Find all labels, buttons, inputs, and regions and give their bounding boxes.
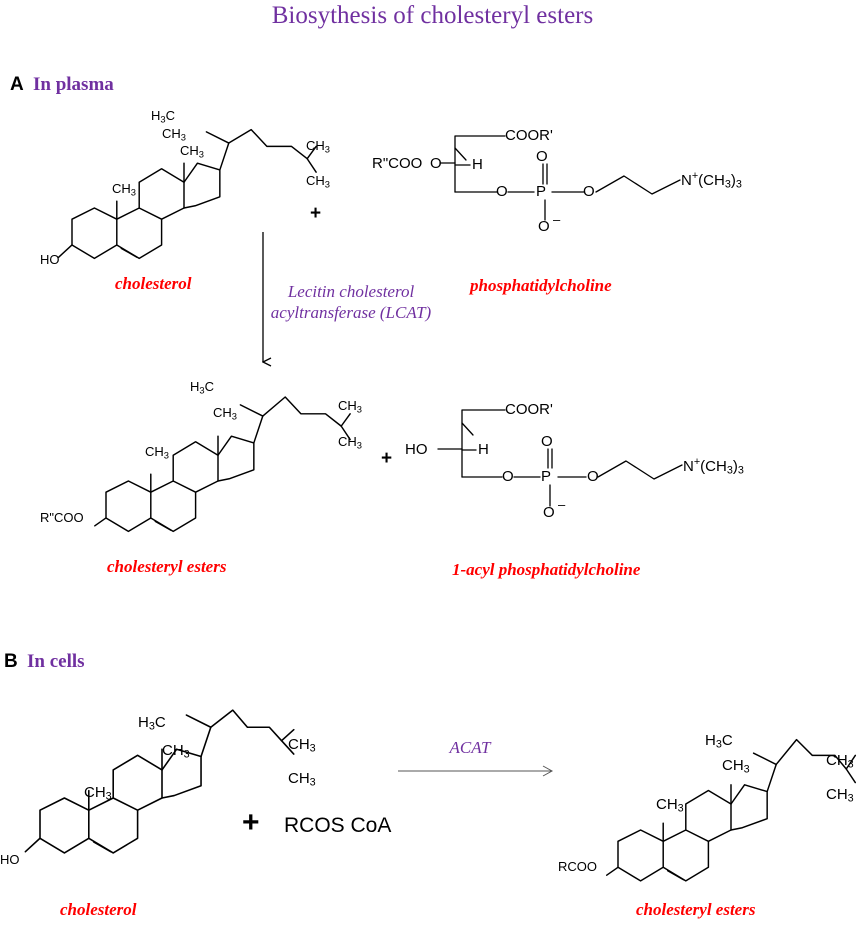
- apc-hydroxyl: HO: [405, 441, 428, 458]
- pc-ester-left: R"COO: [372, 155, 423, 172]
- cholesteryl-ester-a-ch3-tail-1: CH3: [338, 398, 362, 415]
- panel-b-letter: B: [4, 651, 18, 672]
- phosphatidylcholine-name: phosphatidylcholine: [470, 276, 612, 295]
- cholesterol-a-ch3-c13: CH3: [180, 143, 204, 160]
- rcos-coa-reagent: RCOS CoA: [284, 814, 392, 837]
- cholesterol-b-hydroxyl: HO: [0, 852, 20, 867]
- panel-b-plus: +: [242, 806, 260, 839]
- cholesterol-b-ch3-tail-1: CH3: [288, 736, 316, 755]
- apc-h: H: [478, 441, 489, 458]
- apc-o-double: O: [541, 433, 553, 450]
- cholesteryl-ester-skeleton-a: [94, 396, 351, 533]
- apc-p: P: [541, 468, 552, 485]
- phosphatidylcholine-bonds: [439, 135, 681, 221]
- lcat-enzyme-line1: Lecitin cholesterol: [287, 282, 415, 301]
- pc-h: H: [472, 156, 483, 173]
- acyl-phosphatidylcholine-bonds: [437, 409, 683, 507]
- cholesteryl-ester-a-ch3-c13: CH3: [213, 405, 237, 422]
- cholesterol-b-ch3-c10: CH3: [84, 784, 112, 803]
- cholesterol-a-ch3-c10: CH3: [112, 181, 136, 198]
- cholesterol-a-h3c: H3C: [151, 108, 175, 125]
- figure-title: Biosythesis of cholesteryl esters: [271, 2, 594, 29]
- pc-o-bridge: O: [496, 183, 508, 200]
- cholesterol-a-ch3-tail-2: CH3: [306, 173, 330, 190]
- cholesteryl-ester-b-ch3-c13: CH3: [722, 757, 750, 776]
- cholesterol-b-name: cholesterol: [60, 900, 137, 919]
- apc-o-choline: O: [587, 468, 599, 485]
- acat-enzyme-label: ACAT: [449, 738, 491, 757]
- pc-o-double: O: [536, 148, 548, 165]
- cholesterol-b-ch3-tail-2: CH3: [288, 770, 316, 789]
- cholesterol-b-h3c: H3C: [138, 714, 166, 733]
- pc-ester-top: COOR': [505, 127, 553, 144]
- panel-a-plus-top: +: [310, 203, 322, 224]
- panel-a-letter: A: [10, 74, 24, 95]
- cholesteryl-esters-a-name: cholesteryl esters: [107, 557, 227, 576]
- panel-a-plus-bottom: +: [381, 448, 393, 469]
- cholesterol-a-hydroxyl: HO: [40, 252, 60, 267]
- cholesterol-skeleton-b: [24, 709, 295, 854]
- cholesterol-a-ch3-c18: CH3: [162, 126, 186, 143]
- cholesteryl-ester-a-h3c: H3C: [190, 379, 214, 396]
- cholesterol-b-ch3-c13: CH3: [162, 742, 190, 761]
- apc-o-minus: O: [543, 504, 555, 521]
- cholesterol-a-name: cholesterol: [115, 274, 192, 293]
- cholesteryl-ester-a-ch3-tail-2: CH3: [338, 434, 362, 451]
- pc-ester-o: O: [430, 155, 442, 172]
- pc-minus-charge: –: [553, 212, 561, 227]
- cholesteryl-ester-b-h3c: H3C: [705, 732, 733, 751]
- cholesteryl-ester-skeleton-b: [605, 738, 857, 882]
- pc-p: P: [536, 183, 547, 200]
- apc-minus-charge: –: [558, 497, 566, 512]
- lcat-enzyme-label: Lecitin cholesterol acyltransferase (LCA…: [266, 281, 436, 323]
- cholesteryl-ester-b-ch3-tail-2: CH3: [826, 786, 854, 805]
- panel-b-label: In cells: [27, 651, 85, 672]
- cholesteryl-ester-b-ch3-tail-1: CH3: [826, 752, 854, 771]
- lcat-enzyme-line2: acyltransferase (LCAT): [270, 303, 432, 322]
- apc-o-bridge: O: [502, 468, 514, 485]
- acyl-phosphatidylcholine-name: 1-acyl phosphatidylcholine: [452, 560, 641, 579]
- cholesterol-a-ch3-tail-1: CH3: [306, 138, 330, 155]
- cholesteryl-esters-b-name: cholesteryl esters: [636, 900, 756, 919]
- pc-trimethylammonium: N+(CH3)3: [681, 170, 742, 191]
- cholesteryl-ester-a-ch3-c10: CH3: [145, 444, 169, 461]
- pc-o-minus: O: [538, 218, 550, 235]
- cholesteryl-ester-b-acyl: RCOO: [558, 859, 597, 874]
- cholesteryl-ester-a-acyl: R"COO: [40, 510, 84, 525]
- apc-ester-top: COOR': [505, 401, 553, 418]
- panel-a-label: In plasma: [33, 74, 114, 95]
- apc-trimethylammonium: N+(CH3)3: [683, 456, 744, 477]
- pc-o-choline: O: [583, 183, 595, 200]
- cholesterol-skeleton-a: [57, 128, 317, 260]
- cholesteryl-ester-b-ch3-c10: CH3: [656, 796, 684, 815]
